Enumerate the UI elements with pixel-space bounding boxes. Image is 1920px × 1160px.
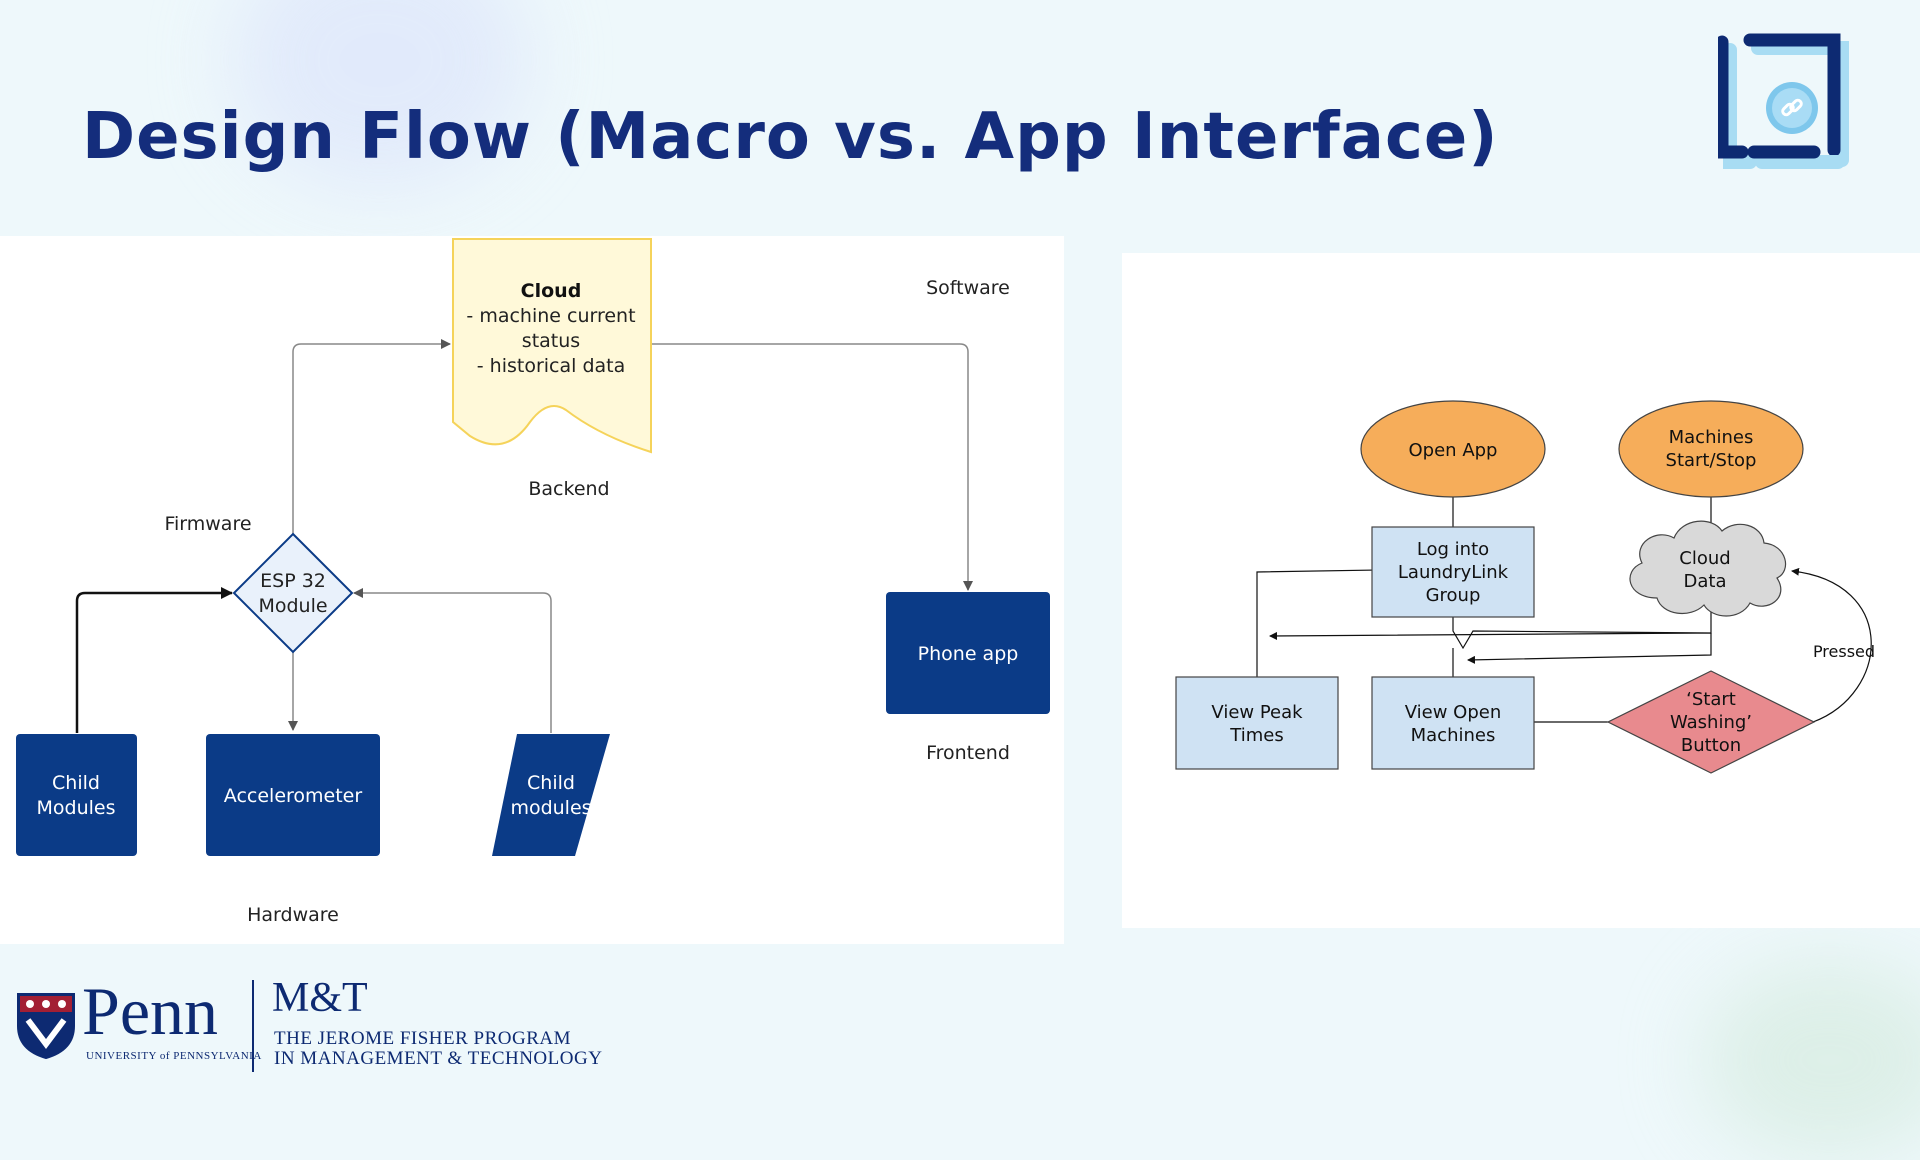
login-node [1371,526,1535,618]
cloud-line: - machine current [466,305,635,327]
label-backend: Backend [528,478,609,500]
macro-flow-panel: Cloud - machine current status - histori… [0,236,1064,944]
start-washing-label: ‘Start [1686,689,1736,710]
connector-esp-to-cloud [292,339,451,534]
app-logo [1715,32,1864,186]
mt-line-1: THE JEROME FISHER PROGRAM [274,1028,572,1049]
view-peak-times-label: Times [1229,725,1283,746]
child-modules-right-label: modules [510,797,591,819]
connector-pressed-loop [1791,567,1872,723]
pressed-label: Pressed [1813,642,1875,661]
label-software: Software [926,277,1010,299]
slide-title: Design Flow (Macro vs. App Interface) [82,100,1499,174]
connector-login-branch [1452,617,1712,650]
footer-divider [252,980,254,1072]
start-washing-label: Button [1681,735,1741,756]
app-flow-panel: Pressed Open App Machines Start/Stop Log… [1122,253,1920,928]
child-modules-left-label: Modules [37,797,116,819]
login-label: Log into [1417,539,1489,560]
phone-app-label: Phone app [918,643,1019,665]
child-modules-left-node [16,734,137,856]
background-blob [1700,960,1920,1160]
child-modules-right-node [492,734,610,856]
accelerometer-label: Accelerometer [224,785,363,807]
connector-cloud-to-phone [651,343,973,591]
login-label: LaundryLink [1398,562,1509,583]
login-label: Group [1426,585,1481,606]
label-frontend: Frontend [926,742,1010,764]
child-modules-left-label: Child [52,772,100,794]
open-app-label: Open App [1409,440,1498,461]
penn-subtitle: UNIVERSITY of PENNSYLVANIA [86,1050,262,1062]
mt-wordmark: M&T [272,975,368,1021]
accelerometer-node [206,734,380,856]
mt-line-2: IN MANAGEMENT & TECHNOLOGY [274,1048,603,1069]
label-hardware: Hardware [247,904,339,926]
cloud-data-label: Data [1684,571,1727,592]
penn-shield-icon [17,993,75,1060]
connector-child-modules-to-esp [75,587,233,733]
penn-wordmark: Penn [82,973,218,1049]
esp32-module-node [232,532,354,654]
cloud-line: - historical data [477,355,625,377]
start-washing-label: Washing’ [1670,712,1752,733]
view-open-machines-label: Machines [1411,725,1496,746]
view-peak-times-label: View Peak [1211,702,1303,723]
child-modules-right-label: Child [527,772,575,794]
penn-mt-footer-logo: Penn UNIVERSITY of PENNSYLVANIA M&T THE … [16,973,602,1074]
esp32-label: Module [258,595,327,617]
cloud-line: status [522,330,580,352]
cloud-data-node [1629,520,1787,617]
phone-app-node [886,592,1050,714]
start-washing-button-node [1606,670,1816,774]
cloud-backend-node [452,238,652,454]
esp32-label: ESP 32 [260,570,326,592]
connector-cloud-to-open [1467,633,1712,664]
open-app-node [1360,400,1546,498]
cloud-data-label: Cloud [1679,548,1730,569]
cloud-title: Cloud [521,280,582,302]
view-peak-times-node [1175,676,1339,770]
connector-child-modules-right-to-esp [353,588,552,733]
view-open-machines-node [1371,676,1535,770]
machines-start-stop-node [1618,400,1804,498]
link-icon [1781,98,1803,117]
machines-start-stop-label: Machines [1669,427,1754,448]
view-open-machines-label: View Open [1405,702,1502,723]
label-firmware: Firmware [164,513,251,535]
machines-start-stop-label: Start/Stop [1666,450,1757,471]
